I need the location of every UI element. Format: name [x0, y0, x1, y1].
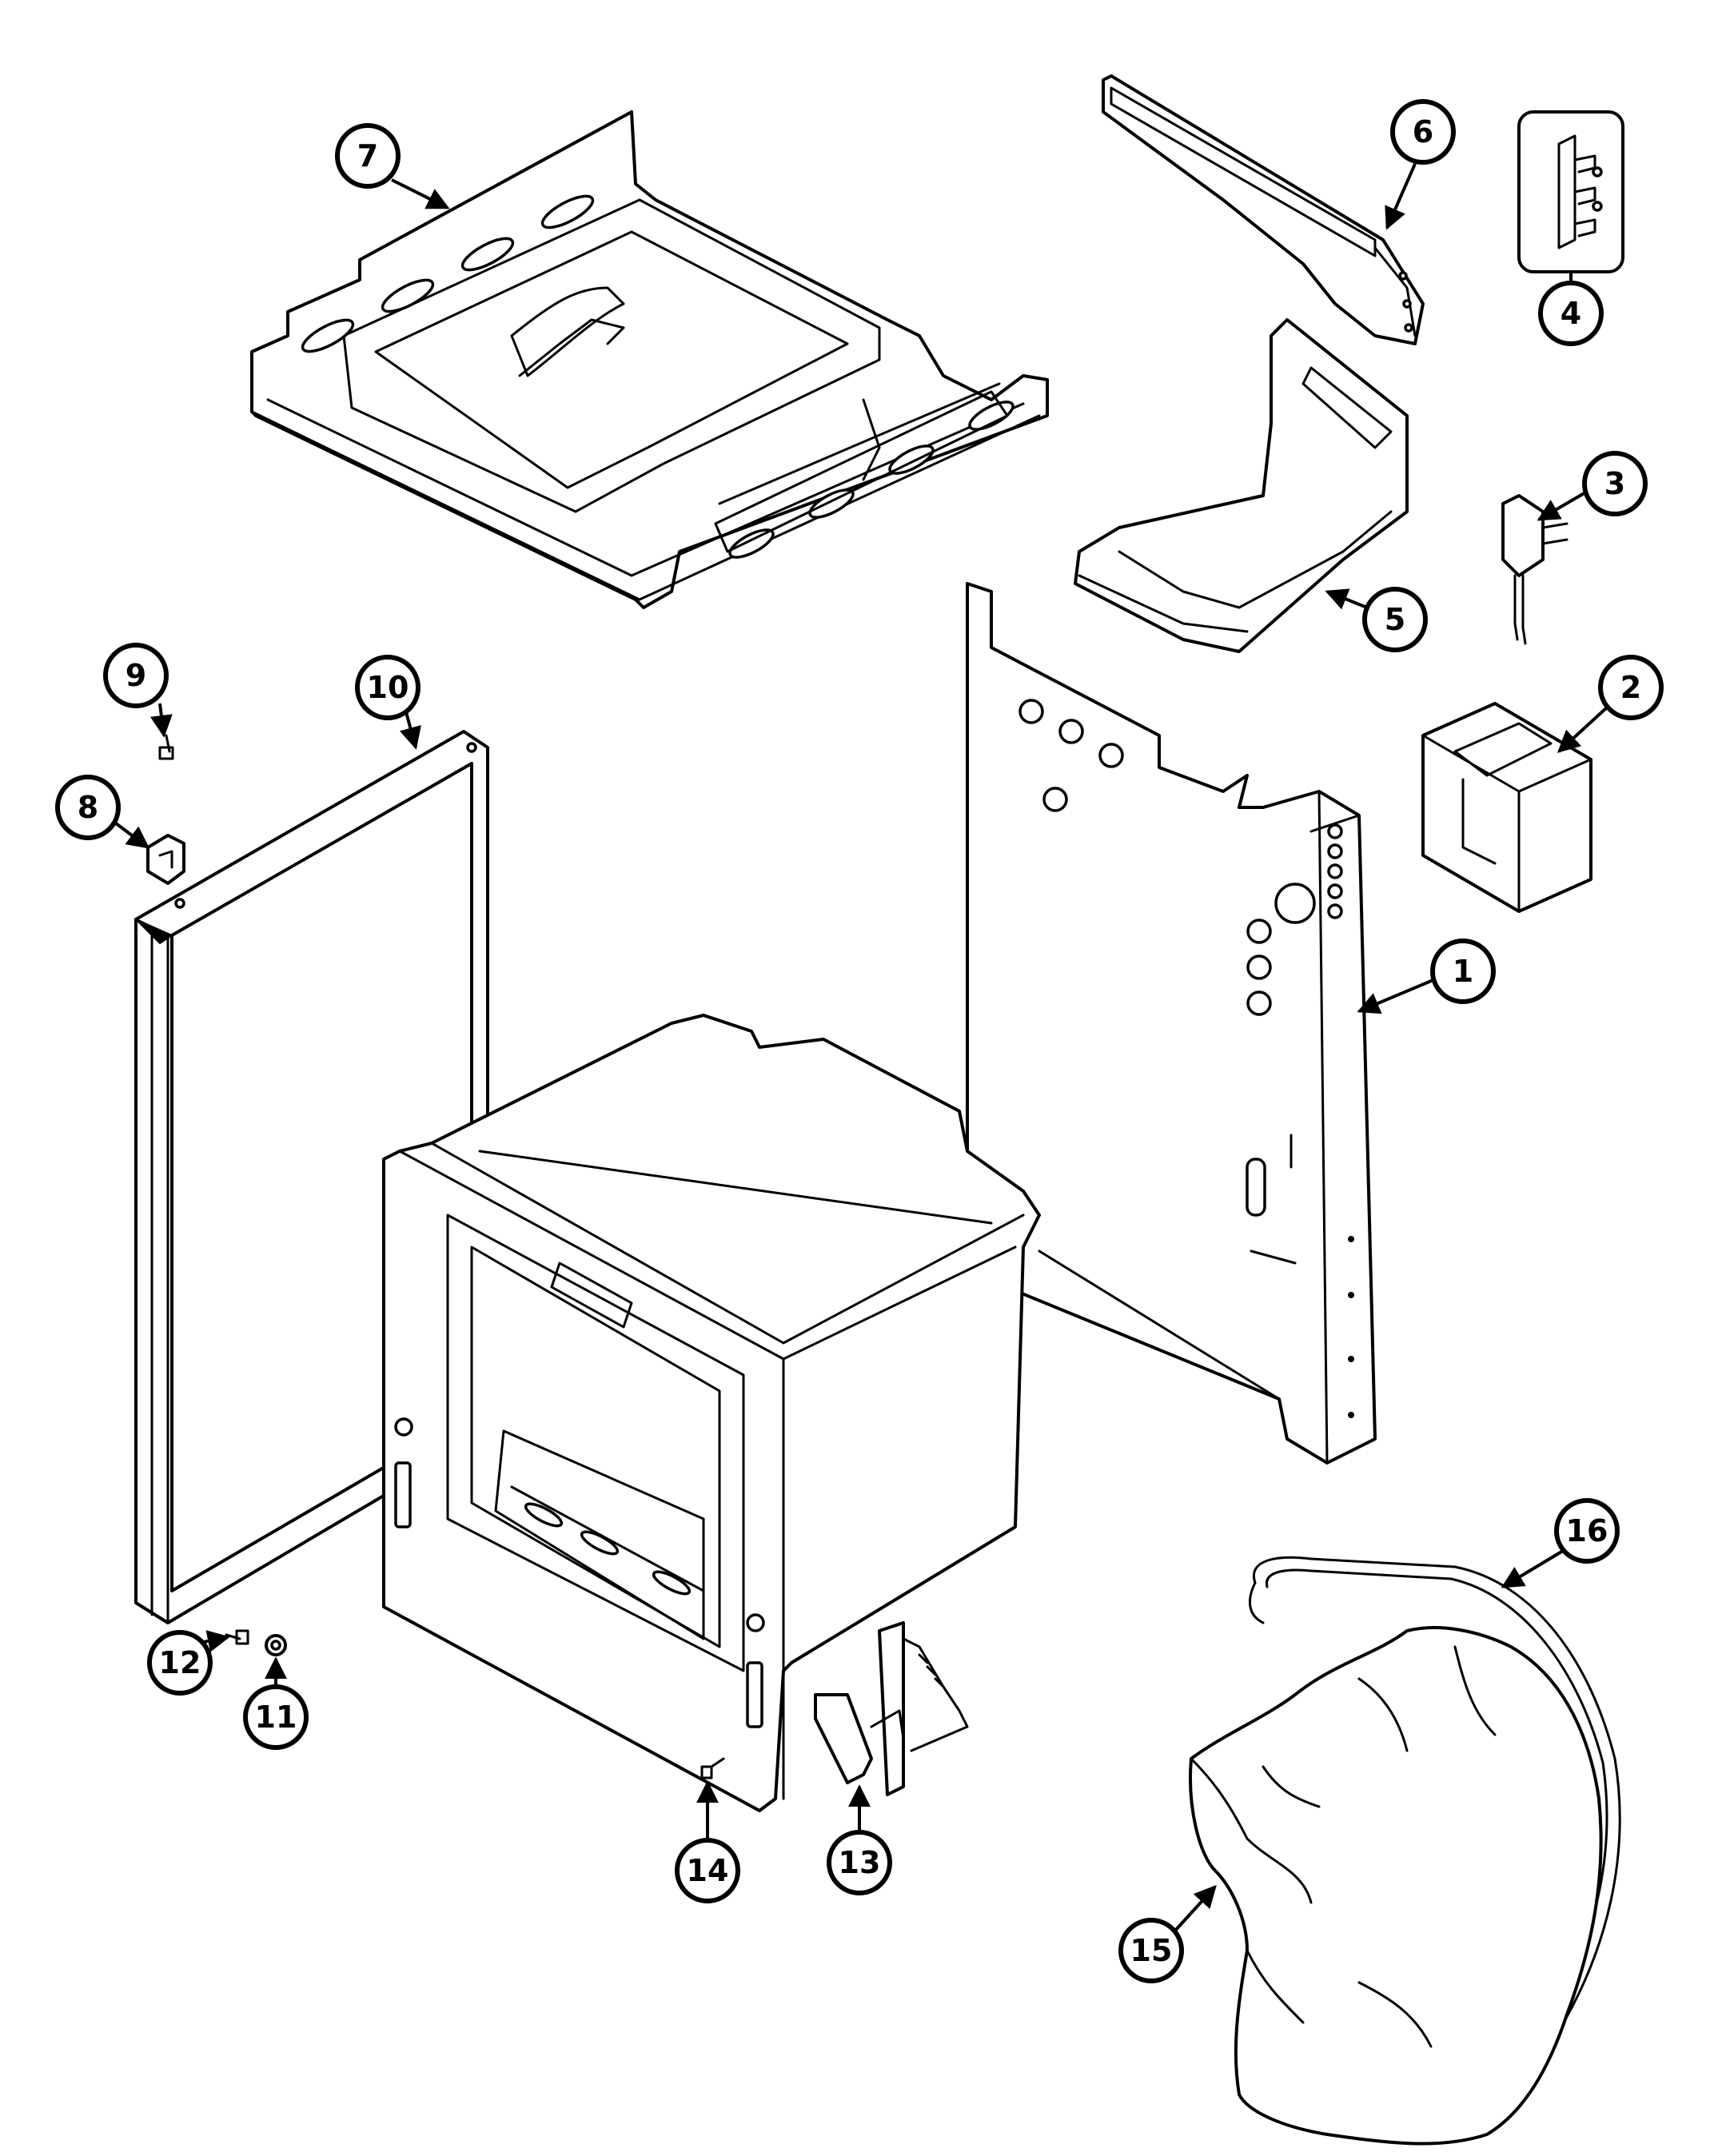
callout-9-label: 9	[126, 658, 146, 693]
part-11-grommet	[265, 1634, 287, 1656]
callout-16-label: 16	[1566, 1513, 1608, 1548]
callout-14: 14	[675, 1838, 740, 1903]
callout-7: 7	[335, 123, 401, 189]
part-14-screw	[700, 1757, 725, 1779]
callout-2: 2	[1598, 655, 1664, 720]
callout-8-label: 8	[78, 790, 98, 825]
part-2-junction-box	[1421, 702, 1592, 913]
callout-11: 11	[243, 1684, 309, 1750]
callout-15-label: 15	[1130, 1933, 1173, 1968]
callout-1-label: 1	[1453, 954, 1473, 989]
callout-4-label: 4	[1561, 296, 1581, 331]
callout-8: 8	[55, 775, 121, 840]
callout-6: 6	[1390, 99, 1456, 165]
callout-6-label: 6	[1413, 114, 1433, 149]
part-10-door-gasket	[134, 730, 489, 1624]
part-6-duct-bracket	[1102, 74, 1425, 345]
callout-10-label: 10	[367, 670, 409, 705]
callout-12: 12	[147, 1630, 213, 1696]
callout-13-label: 13	[839, 1845, 881, 1880]
callout-4: 4	[1538, 281, 1604, 346]
callout-5: 5	[1362, 587, 1428, 652]
part-13-door-latch	[814, 1621, 969, 1796]
part-3-power-cord	[1501, 494, 1569, 645]
callout-1: 1	[1430, 939, 1496, 1004]
callout-13: 13	[827, 1830, 892, 1895]
part-7-top-tray	[250, 110, 1049, 609]
part-5-vent-duct	[1074, 318, 1409, 653]
callout-3-label: 3	[1604, 466, 1625, 501]
callout-2-label: 2	[1620, 670, 1641, 705]
callout-9: 9	[103, 643, 169, 708]
part-1-side-panel	[966, 582, 1377, 1465]
part-12-screw	[225, 1629, 249, 1645]
part-4-terminal-block	[1517, 110, 1624, 273]
callout-11-label: 11	[255, 1700, 297, 1735]
part-8-clip	[146, 834, 185, 885]
callout-16: 16	[1554, 1498, 1620, 1564]
callout-5-label: 5	[1385, 602, 1405, 637]
part-15-insulation	[1189, 1626, 1603, 2146]
callout-3: 3	[1582, 451, 1648, 516]
callout-10: 10	[355, 655, 421, 720]
callout-14-label: 14	[687, 1853, 729, 1888]
callout-12-label: 12	[159, 1645, 201, 1680]
part-9-screw	[158, 734, 174, 760]
callout-7-label: 7	[357, 138, 378, 173]
oven-liner	[382, 1014, 1041, 1812]
callout-15: 15	[1118, 1918, 1184, 1983]
